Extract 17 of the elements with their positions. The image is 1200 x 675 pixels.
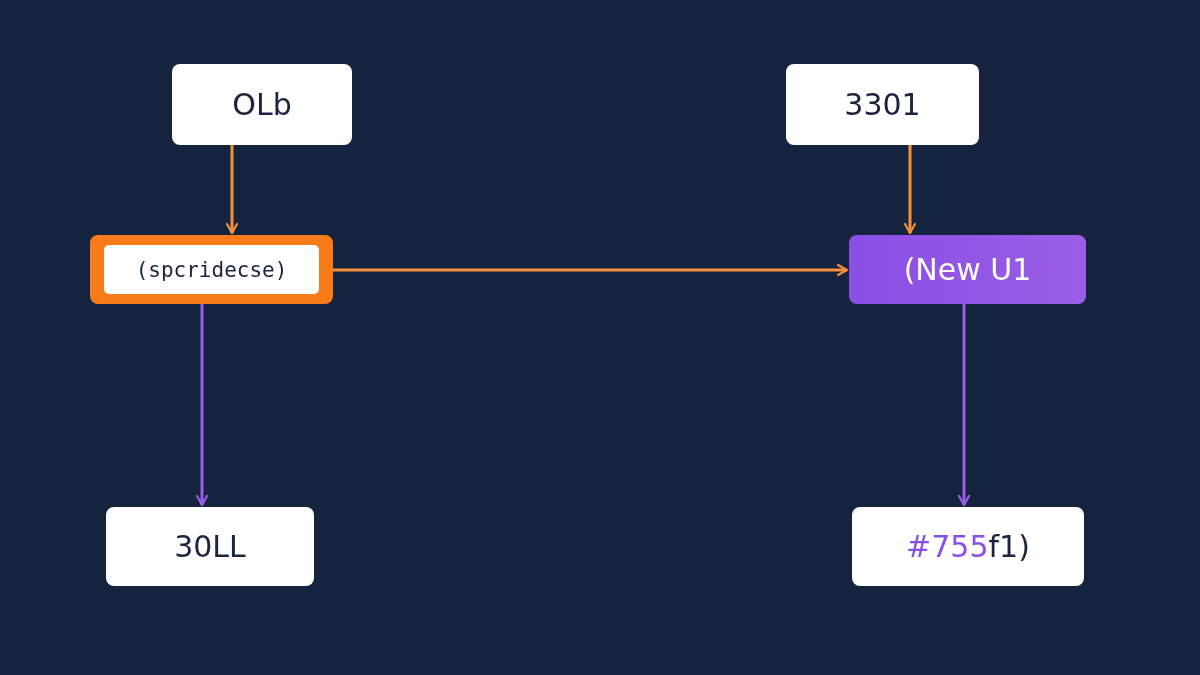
highlighted-box [90,235,333,304]
node-label: 30LL [174,529,246,564]
accent-box [849,235,1086,304]
node-label: (spcridecse) [135,257,288,282]
node-label: 3301 [844,87,921,122]
process-box [106,507,314,586]
arrow [195,304,209,507]
process-box [172,64,352,145]
process-box [786,64,979,145]
process-box [852,507,1084,586]
arrow [903,145,917,235]
arrow [225,145,239,235]
node-label: #755f1) [906,529,1030,564]
arrow [333,263,849,277]
node-label: (New U1 [903,252,1032,287]
arrow [957,304,971,507]
node-label: OLb [232,87,292,122]
